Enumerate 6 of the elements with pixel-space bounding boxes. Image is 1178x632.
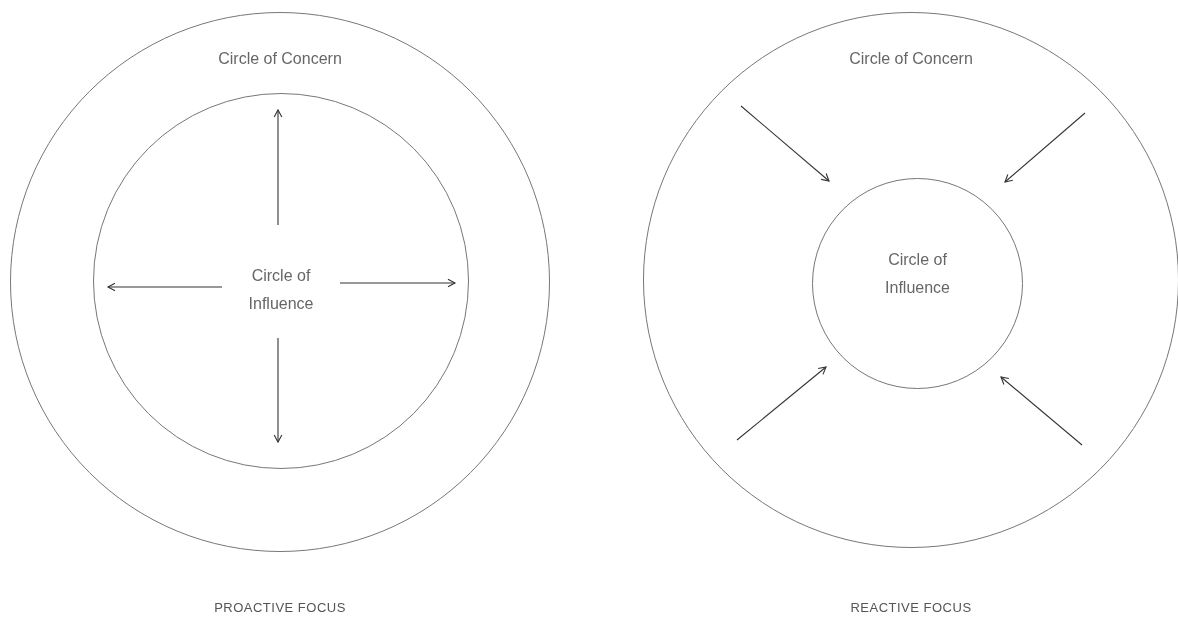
- circle-label: Circle of Concern: [217, 49, 343, 69]
- caption: PROACTIVE FOCUS: [213, 600, 347, 615]
- circle-label: Circle of Influence: [247, 266, 315, 314]
- circle-label: Circle of Concern: [848, 49, 974, 69]
- circle-label: Circle of Influence: [884, 250, 951, 298]
- caption: REACTIVE FOCUS: [849, 600, 973, 615]
